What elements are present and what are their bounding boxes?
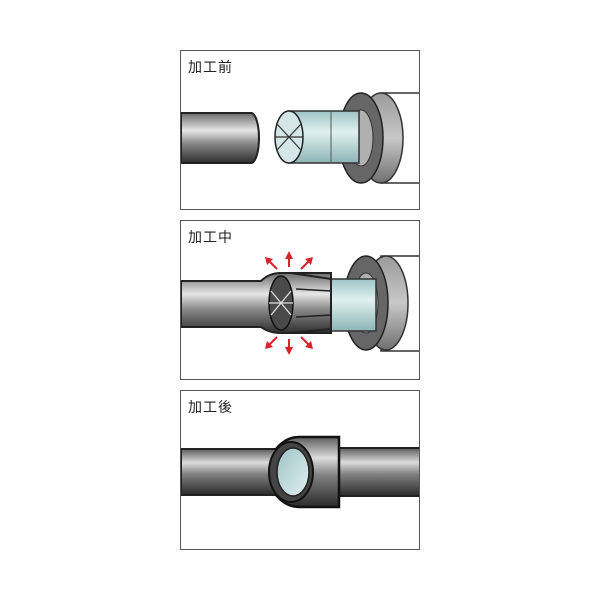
- panel-during-label: 加工中: [188, 230, 233, 246]
- expanded-pipe-icon: [181, 435, 419, 509]
- expansion-arrow-icon: [265, 251, 313, 355]
- after-illustration: [181, 435, 419, 509]
- panel-after: 加工後: [180, 390, 420, 550]
- pipe-icon: [181, 272, 332, 334]
- pipe-icon: [181, 112, 260, 164]
- expander-tool-icon: [330, 255, 419, 352]
- expander-tool-icon: [274, 92, 419, 184]
- during-illustration: [181, 251, 419, 355]
- panel-during: 加工中: [180, 220, 420, 380]
- panel-before: 加工前: [180, 50, 420, 210]
- panel-before-label: 加工前: [188, 60, 233, 76]
- panel-after-label: 加工後: [188, 400, 233, 416]
- before-illustration: [181, 92, 419, 184]
